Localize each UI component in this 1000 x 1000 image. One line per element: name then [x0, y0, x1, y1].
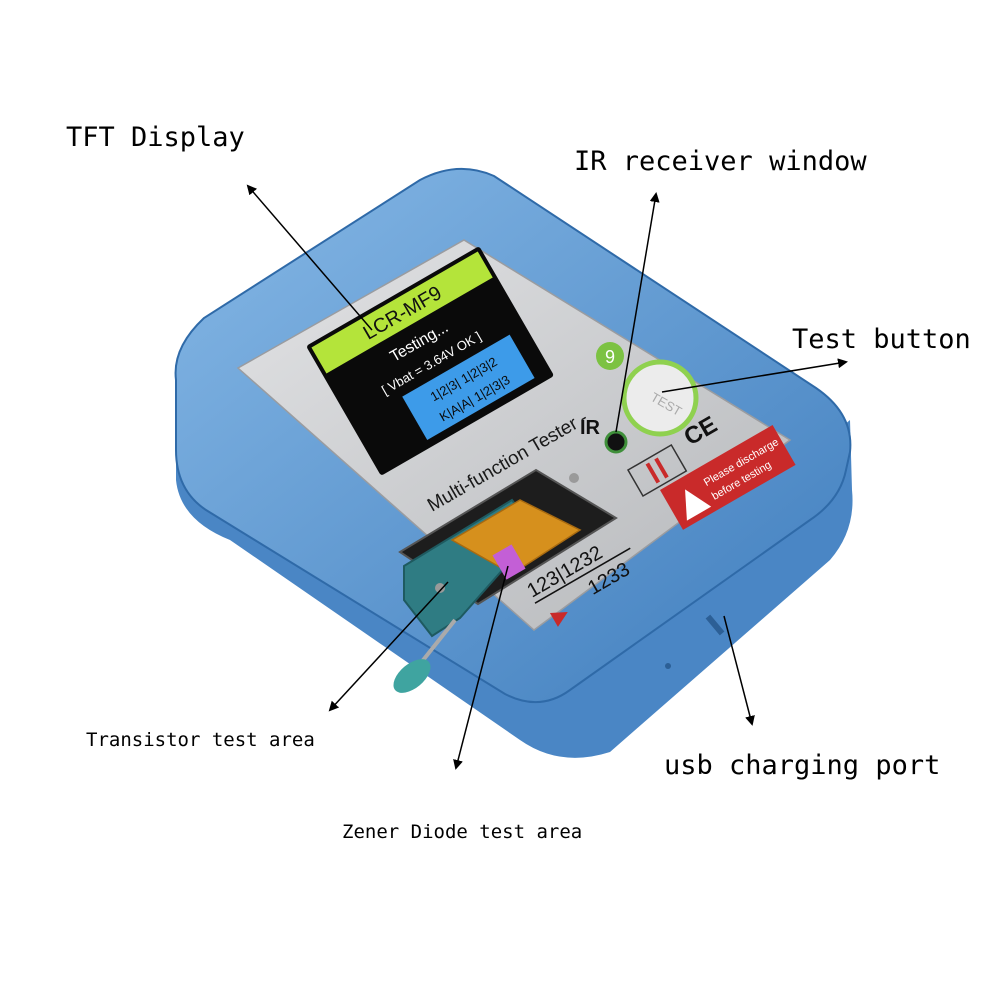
callout-arrows: [246, 184, 848, 770]
socket-screw-bottom: [435, 583, 445, 593]
pinout-divider: [534, 547, 631, 604]
model-number: 9: [605, 347, 615, 367]
device-case-side: [176, 380, 853, 758]
arrow-tft-display: [246, 184, 373, 331]
ir-receiver-window: [604, 430, 628, 454]
socket-lever-knob[interactable]: [387, 653, 436, 700]
screen-title-bar: [311, 251, 493, 374]
usb-port: [705, 614, 725, 636]
warning-triangle-icon: [685, 489, 712, 521]
label-usb-port: usb charging port: [664, 750, 940, 781]
screen-pin-panel: [402, 334, 535, 440]
zener-contacts: [492, 544, 526, 580]
label-zener-area: Zener Diode test area: [342, 821, 582, 843]
arrow-transistor: [328, 581, 449, 712]
transistor-contacts: [450, 499, 582, 575]
label-ir-receiver: IR receiver window: [574, 146, 867, 177]
socket-screw-top: [569, 473, 579, 483]
screen-bezel: [307, 247, 554, 475]
capacitor-symbol-icon: [626, 443, 688, 498]
arrow-ir-receiver: [615, 192, 660, 433]
arrow-test-button: [661, 358, 848, 393]
socket-lever-arm: [418, 618, 457, 666]
label-tft-display: TFT Display: [66, 122, 245, 153]
tester-device: LCR-MF9 Testing... [ Vbat = 3.64V OK ] 1…: [174, 167, 853, 758]
label-test-button: Test button: [792, 324, 971, 355]
side-hole: [665, 663, 671, 669]
ir-label: IR: [580, 417, 601, 439]
zif-socket: [387, 468, 618, 700]
arrow-usb: [723, 615, 755, 726]
test-button[interactable]: [621, 359, 699, 437]
diode-symbol-icon: [549, 611, 568, 627]
label-transistor-area: Transistor test area: [86, 729, 315, 751]
model-badge: [596, 342, 624, 370]
arrow-zener: [453, 565, 509, 770]
